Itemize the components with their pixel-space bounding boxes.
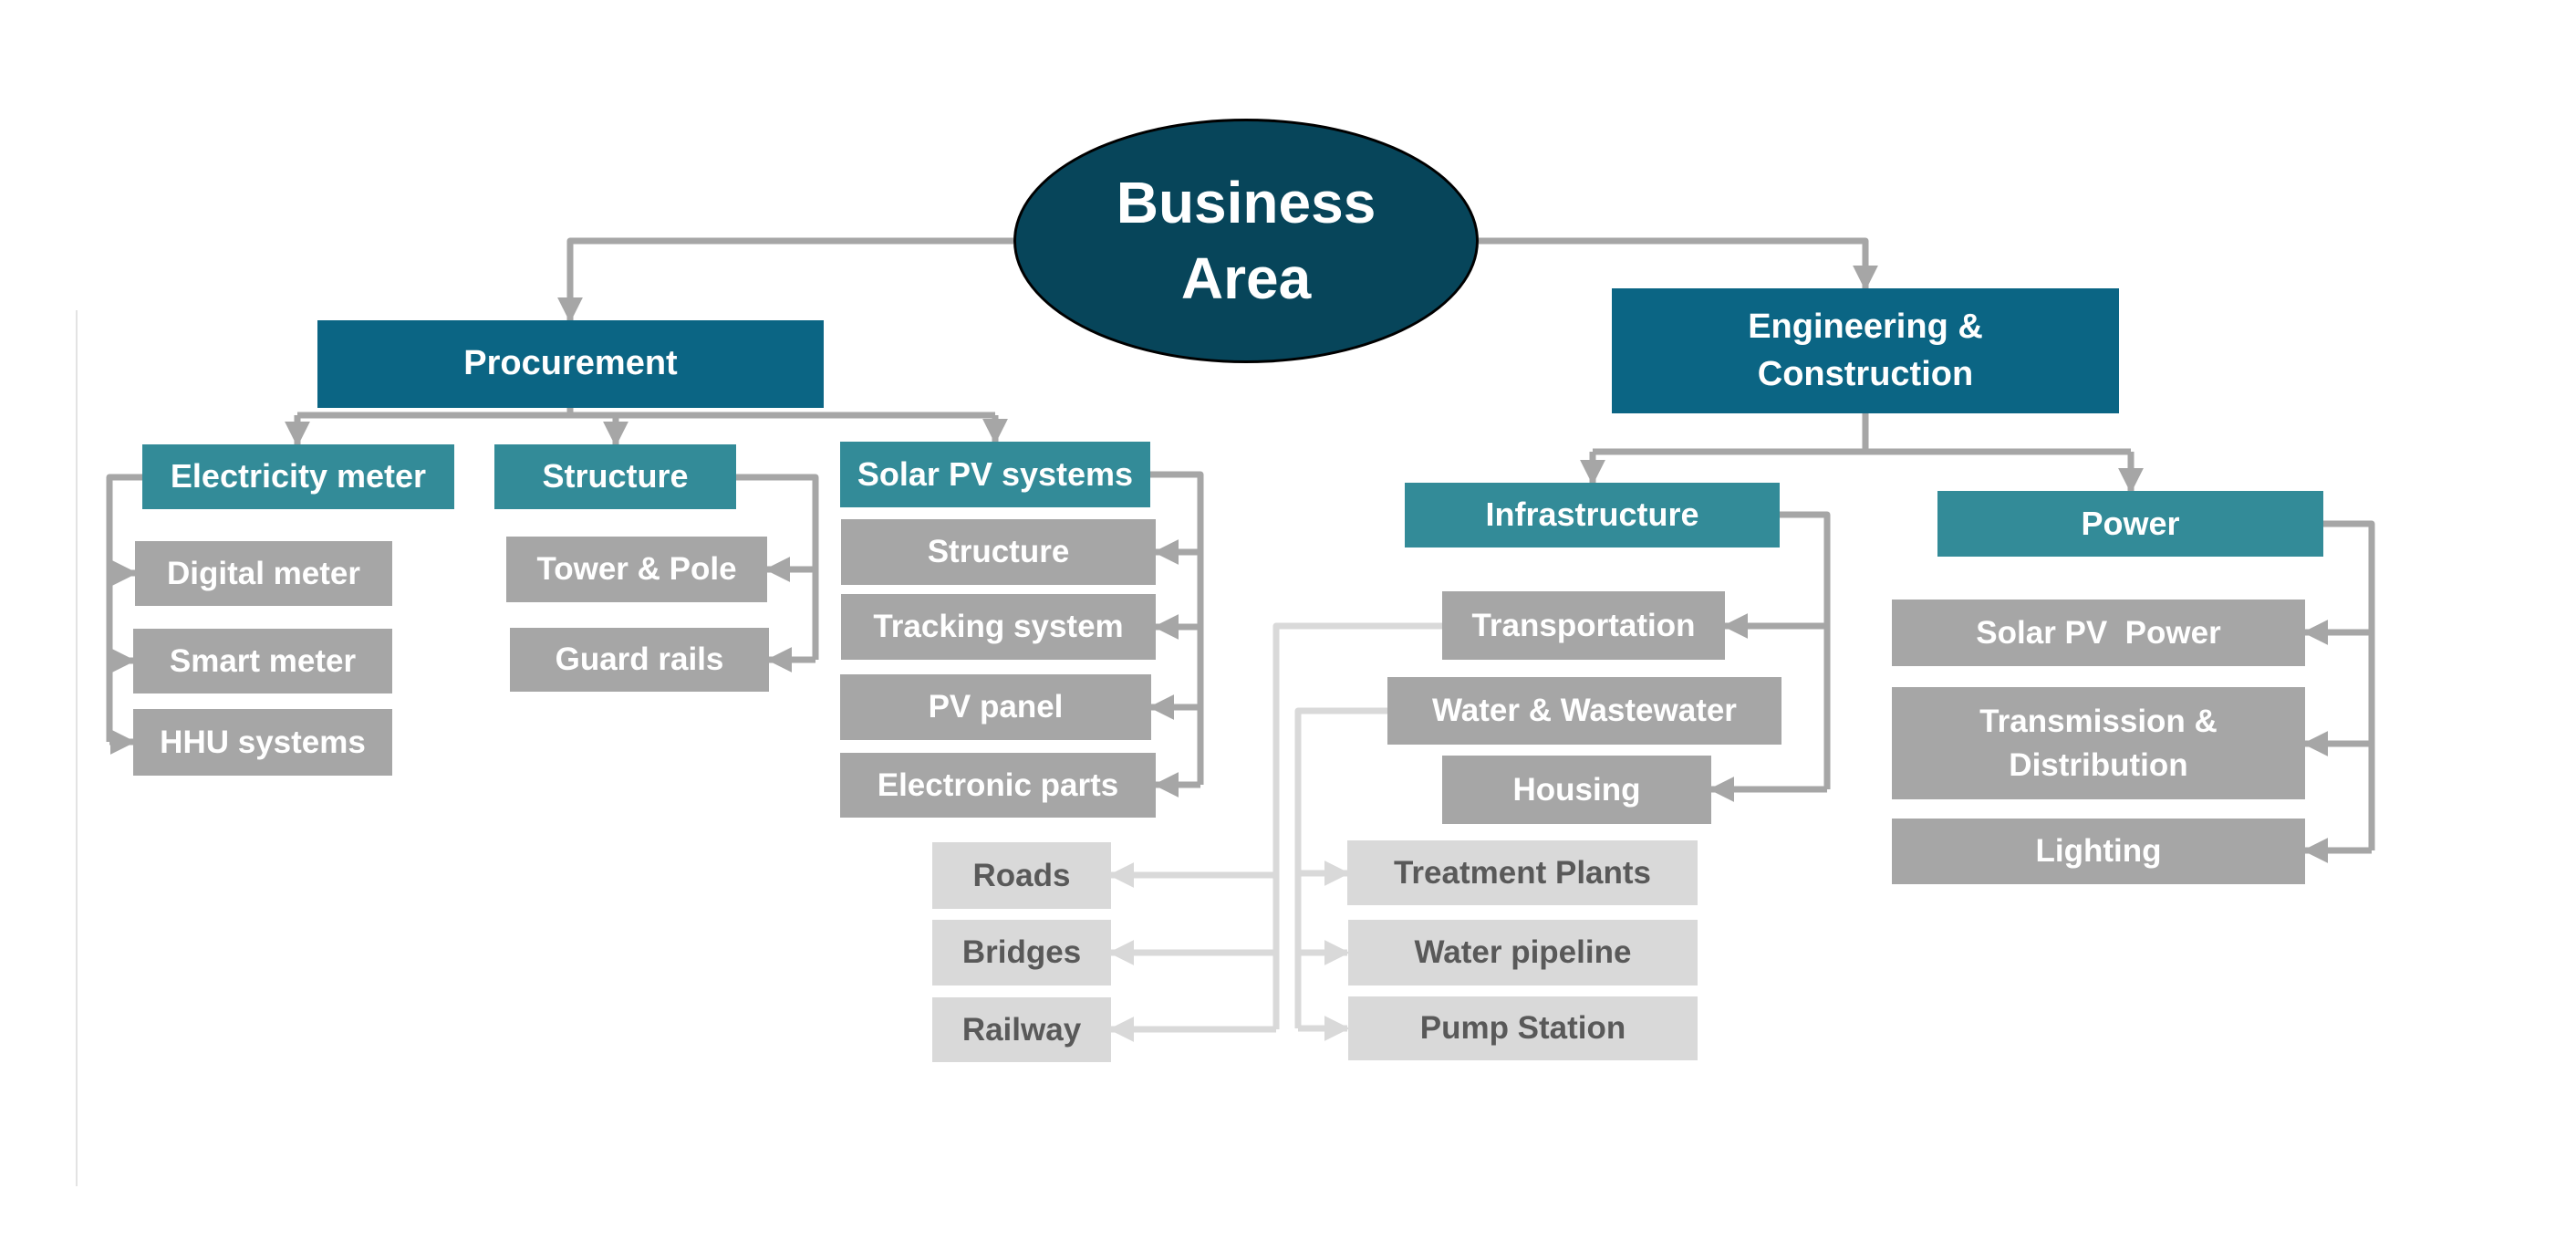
water-pipeline-node[interactable]: Water pipeline (1348, 920, 1698, 986)
roads-node[interactable]: Roads (932, 842, 1111, 909)
bridges-node[interactable]: Bridges (932, 920, 1111, 986)
pv-structure-node[interactable]: Structure (841, 519, 1156, 585)
hhu-systems-node[interactable]: HHU systems (133, 709, 392, 776)
pump-station-node[interactable]: Pump Station (1348, 996, 1698, 1060)
pv-panel-node[interactable]: PV panel (840, 674, 1151, 740)
business-area-node[interactable]: Business Area (1013, 119, 1479, 363)
treatment-plants-node[interactable]: Treatment Plants (1347, 840, 1698, 905)
power-node[interactable]: Power (1937, 491, 2323, 557)
tower-pole-node[interactable]: Tower & Pole (506, 537, 767, 602)
engineering-construction-node[interactable]: Engineering & Construction (1612, 288, 2119, 413)
bracket-infrastructure (1780, 511, 1831, 789)
solar-pv-power-node[interactable]: Solar PV Power (1892, 600, 2305, 666)
bracket-power (2323, 520, 2375, 850)
bracket-transportation (1272, 622, 1442, 1029)
connector-root-engineering (1479, 237, 1878, 291)
digital-meter-node[interactable]: Digital meter (135, 541, 392, 606)
solar-pv-systems-node[interactable]: Solar PV systems (840, 442, 1150, 507)
transportation-node[interactable]: Transportation (1442, 591, 1725, 660)
lighting-node[interactable]: Lighting (1892, 819, 2305, 884)
procurement-node[interactable]: Procurement (317, 320, 824, 408)
infrastructure-node[interactable]: Infrastructure (1405, 483, 1780, 548)
tracking-system-node[interactable]: Tracking system (841, 594, 1156, 660)
bracket-solar-pv (1150, 471, 1204, 785)
guard-rails-node[interactable]: Guard rails (510, 628, 769, 692)
railway-node[interactable]: Railway (932, 997, 1111, 1062)
electronic-parts-node[interactable]: Electronic parts (840, 753, 1156, 818)
left-guide-line (76, 310, 78, 1186)
bracket-water (1294, 707, 1387, 1028)
structure-node[interactable]: Structure (494, 444, 736, 509)
bracket-electricity-meter (106, 474, 142, 742)
water-wastewater-node[interactable]: Water & Wastewater (1387, 677, 1781, 745)
electricity-meter-node[interactable]: Electricity meter (142, 444, 454, 509)
housing-node[interactable]: Housing (1442, 756, 1711, 824)
bracket-structure (736, 474, 819, 660)
smart-meter-node[interactable]: Smart meter (133, 629, 392, 694)
connector-root-procurement (557, 237, 1013, 323)
transmission-distribution-node[interactable]: Transmission & Distribution (1892, 687, 2305, 799)
